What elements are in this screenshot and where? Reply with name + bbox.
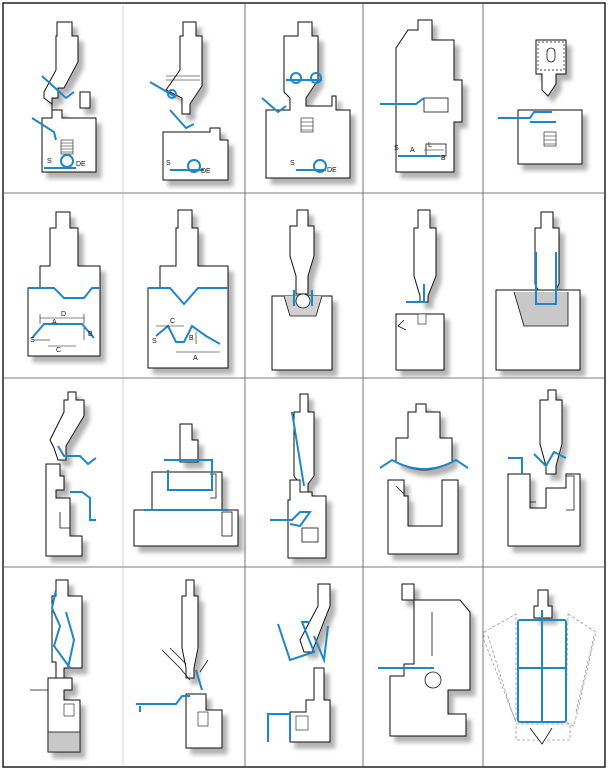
panel-label: S [394,145,399,152]
grid-lines [3,3,605,767]
panel-r1c1: S DE [31,21,97,173]
panel-r1c3: S DE [261,21,351,179]
panel-r4c4 [378,583,471,737]
panel-r4c2 [136,579,223,749]
panel-label: C [170,318,175,325]
panel-r3c1 [45,391,97,557]
panel-label: A [410,147,415,154]
panel-r3c3 [270,393,327,559]
panel-label: B [88,331,93,338]
panel-label: B [189,335,194,342]
panel-label: S [152,338,157,345]
panel-r4c5 [483,589,597,745]
panel-r2c2: C S B A [147,209,229,369]
panel-r2c5 [495,211,581,371]
panel-label: S [47,158,52,165]
panel-r2c4 [395,209,445,371]
panel-label: C [56,347,61,354]
panel-r3c4 [379,403,469,555]
panel-label: S [166,160,171,167]
panel-r1c2: S DE [149,21,229,181]
panel-r2c1: D A B S C [27,211,101,357]
panel-r4c3 [267,583,331,743]
panel-r2c3 [271,209,333,371]
panel-label: S [30,337,35,344]
panel-label: DE [327,167,337,174]
panel-r1c5 [498,39,583,165]
panel-label: DE [76,161,86,168]
panel-label: DE [201,168,211,175]
panel-r3c5 [507,389,581,547]
panel-label: D [61,311,66,318]
panel-r3c2 [133,423,239,547]
panel-r1c4: S A L B [380,19,463,173]
panel-label: A [52,319,57,326]
panel-label: B [441,155,446,162]
panel-label: S [290,160,295,167]
panel-label: L [428,142,432,149]
panel-label: A [193,355,198,362]
panel-r4c1 [30,579,83,753]
